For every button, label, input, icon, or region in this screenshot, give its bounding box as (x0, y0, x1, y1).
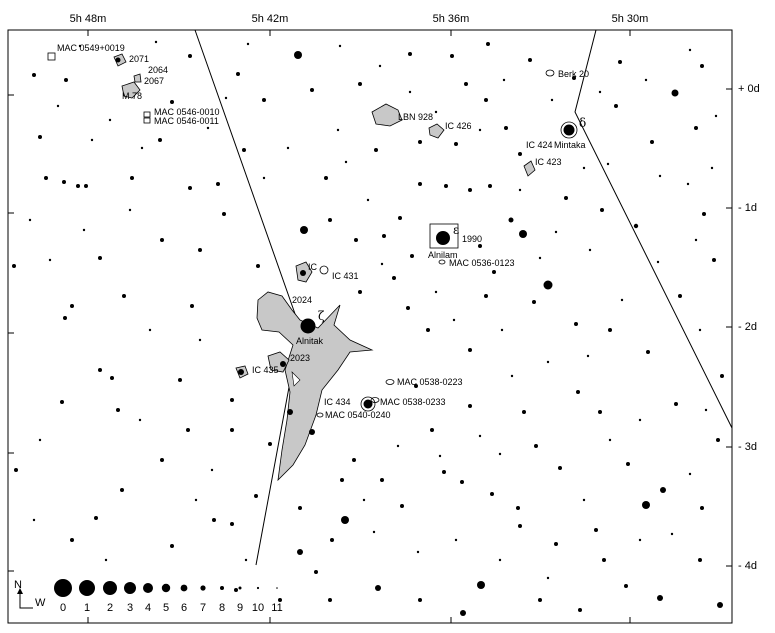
mag-dot-5 (161, 583, 171, 593)
compass-north: N (14, 579, 22, 591)
label-m78: M 78 (122, 91, 142, 101)
nebula-m78 (121, 81, 141, 99)
label-2024: 2024 (292, 295, 312, 305)
label-berk20: Berk 20 (558, 69, 589, 79)
label-mac0546-0011: MAC 0546-0011 (154, 116, 219, 126)
dec-label-2: - 2d (738, 321, 757, 333)
compass-west: W (35, 597, 46, 609)
mag-dot-4 (143, 583, 153, 593)
label-mac0538-0233: MAC 0538-0233 (380, 397, 446, 407)
label-alnitak: Alnitak (296, 336, 324, 346)
object-markers (47, 52, 578, 418)
mag-label-9: 9 (237, 602, 243, 614)
label-ic434: IC 434 (324, 397, 351, 407)
dec-label-0: + 0d (738, 83, 760, 95)
compass-arrows (19, 592, 33, 609)
mag-label-11: 11 (271, 602, 282, 614)
label-mac0549: MAC 0549+0019 (57, 43, 125, 53)
label-2064: 2064 (148, 65, 168, 75)
mag-label-6: 6 (181, 602, 187, 614)
mag-dot-11 (276, 587, 278, 589)
mag-dot-2 (103, 581, 117, 595)
label-ic435: IC 435 (252, 365, 279, 375)
mag-label-8: 8 (219, 602, 225, 614)
mag-label-1: 1 (84, 602, 90, 614)
mag-label-5: 5 (163, 602, 169, 614)
label-epsilon: ε (453, 223, 459, 237)
mag-dot-7 (200, 585, 206, 591)
ra-label-5h36m: 5h 36m (433, 13, 470, 25)
ra-label-5h30m: 5h 30m (612, 13, 649, 25)
field-stars (12, 40, 724, 616)
label-ic424: IC 424 (526, 140, 553, 150)
dec-label-4: - 4d (738, 560, 757, 572)
mag-label-7: 7 (200, 602, 206, 614)
nebula-ic423 (523, 160, 536, 177)
mag-label-10: 10 (252, 602, 264, 614)
nebula-ic426 (428, 123, 445, 139)
horsehead-notch (291, 371, 301, 387)
nebula-2023 (267, 351, 290, 373)
label-2023: 2023 (290, 353, 310, 363)
label-mac0536: MAC 0536-0123 (449, 258, 515, 268)
ra-label-5h42m: 5h 42m (252, 13, 289, 25)
ra-label-5h48m: 5h 48m (70, 13, 107, 25)
label-zeta: ζ (318, 309, 325, 323)
label-mac0540: MAC 0540-0240 (325, 410, 391, 420)
mag-dot-0 (54, 579, 72, 597)
label-mac0546-0010: MAC 0546-0010 (154, 107, 220, 117)
object-labels: MAC 0549+0019 2071 2064 2067 M 78 MAC 05… (57, 43, 589, 420)
mag-dot-8 (220, 586, 224, 590)
label-delta: δ (579, 116, 586, 130)
label-1990: 1990 (462, 234, 482, 244)
mag-dot-10 (256, 586, 260, 590)
nebula-lbn928 (371, 103, 403, 127)
mag-label-3: 3 (127, 602, 133, 614)
label-ic431: IC 431 (332, 271, 359, 281)
dec-label-3: - 3d (738, 441, 757, 453)
mag-label-0: 0 (60, 602, 66, 614)
nebula-2064 (133, 73, 142, 83)
label-ic426: IC 426 (445, 121, 472, 131)
mag-label-4: 4 (145, 602, 151, 614)
label-lbn928: LBN 928 (398, 112, 433, 122)
label-ic423: IC 423 (535, 157, 562, 167)
mag-label-2: 2 (107, 602, 113, 614)
mag-dot-9 (238, 586, 242, 590)
chart-frame (7, 29, 733, 624)
label-mintaka: Mintaka (554, 140, 586, 150)
label-mac0538-0223: MAC 0538-0223 (397, 377, 463, 387)
label-ic432: IC (308, 262, 318, 272)
mag-dot-1 (79, 580, 95, 596)
mag-dot-3 (124, 582, 136, 594)
label-alnilam: Alnilam (428, 250, 458, 260)
compass: N W (14, 579, 46, 609)
label-2071: 2071 (129, 54, 149, 64)
mag-dot-6 (180, 584, 188, 592)
label-2067: 2067 (144, 76, 164, 86)
dec-label-1: - 1d (738, 202, 757, 214)
ra-ticks (8, 30, 732, 623)
